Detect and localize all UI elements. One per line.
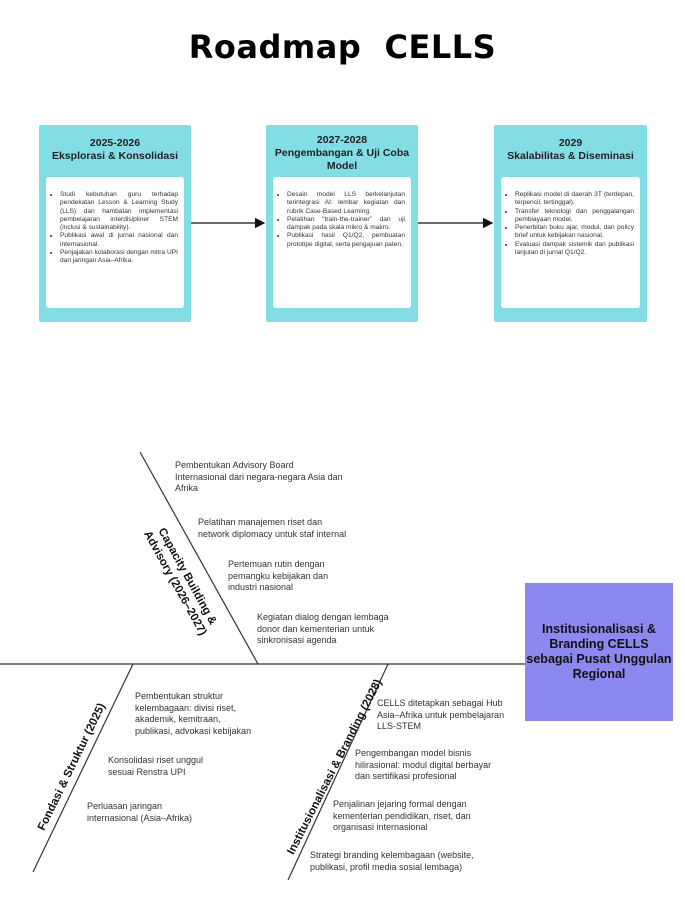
capacity-note-4: Kegiatan dialog dengan lembaga donor dan…: [257, 612, 389, 647]
phase-2-item: Publikasi hasil Q1/Q2, pembuatan prototi…: [287, 232, 405, 249]
phase-1-body: Studi kebutuhan guru terhadap pendekatan…: [46, 177, 184, 308]
page-title: Roadmap CELLS: [188, 28, 497, 66]
note-line: hilirasional: modul digital berbayar: [355, 759, 492, 770]
phase-3-body: Replikasi model di daerah 3T (terdepan, …: [501, 177, 640, 308]
phase-2-name-cont: Model: [326, 160, 358, 172]
phase-3-year: 2029: [558, 137, 583, 149]
note-line: Perluasan jaringan: [87, 801, 163, 811]
note-line: kementerian pendidikan, riset, dan: [333, 810, 471, 821]
phase-2-name: Pengembangan & Uji Coba: [274, 147, 410, 159]
phase-2-year: 2027-2028: [316, 134, 368, 146]
phase-3-name: Skalabilitas & Diseminasi: [507, 150, 634, 162]
goal-text: Institusionalisasi & Branding CELLS seba…: [526, 622, 672, 681]
phase-2-item: Pelatihan “train-the-trainer” dan uji da…: [287, 216, 405, 233]
note-line: pemangku kebijakan dan: [228, 570, 329, 581]
capacity-note-2: Pelatihan manajemen riset dan network di…: [198, 517, 346, 540]
note-line: CELLS ditetapkan sebagai Hub: [377, 698, 503, 708]
note-line: Strategi branding kelembagaan (website,: [310, 850, 474, 860]
phase-1-item: Penjajakan kolaborasi dengan mitra UPI d…: [60, 249, 178, 266]
capacity-note-1: Pembentukan Advisory Board Internasional…: [175, 460, 343, 495]
phase-card-3: 2029 Skalabilitas & Diseminasi Replikasi…: [494, 125, 647, 322]
capacity-note-3: Pertemuan rutin dengan pemangku kebijaka…: [228, 559, 328, 594]
note-line: sesuai Renstra UPI: [108, 766, 186, 777]
fondasi-note-2: Konsolidasi riset unggul sesuai Renstra …: [108, 755, 203, 778]
bone-capacity-line: [139, 451, 259, 665]
note-line: industri nasional: [228, 582, 294, 592]
goal-box: Institusionalisasi & Branding CELLS seba…: [525, 583, 673, 721]
fondasi-note-3: Perluasan jaringan internasional (Asia–A…: [87, 801, 192, 824]
branding-note-1: CELLS ditetapkan sebagai Hub Asia–Afrika…: [377, 698, 504, 733]
note-line: Pengembangan model bisnis: [355, 748, 472, 758]
note-line: Internasional dari negara-negara Asia da…: [175, 471, 343, 482]
phase-3-item: Evaluasi dampak sistemik dan publikasi l…: [515, 241, 634, 258]
phase-card-1: 2025-2026 Eksplorasi & Konsolidasi Studi…: [39, 125, 191, 322]
phase-1-year: 2025-2026: [89, 137, 141, 149]
note-line: publikasi, advokasi kebijakan: [135, 725, 252, 736]
note-line: network diplomacy untuk staf internal: [198, 528, 347, 539]
note-line: LLS-STEM: [377, 721, 422, 731]
note-line: Afrika: [175, 483, 199, 493]
note-line: dan sertifikasi profesional: [355, 771, 457, 781]
phase-1-name: Eksplorasi & Konsolidasi: [51, 150, 179, 162]
fondasi-note-1: Pembentukan struktur kelembagaan: divisi…: [135, 691, 251, 737]
note-line: donor dan kementerian untuk: [257, 623, 375, 634]
note-line: organisasi internasional: [333, 822, 428, 832]
note-line: sinkronisasi agenda: [257, 635, 337, 645]
note-line: kelembagaan: divisi riset,: [135, 702, 237, 713]
note-line: Pembentukan struktur: [135, 691, 224, 701]
phase-3-item: Transfer teknologi dan penggalangan pemb…: [515, 208, 634, 225]
phase-3-item: Replikasi model di daerah 3T (terdepan, …: [515, 191, 634, 208]
bone-fondasi-line: [32, 663, 134, 873]
note-line: publikasi, profil media sosial lembaga): [310, 861, 463, 872]
phase-card-2: 2027-2028 Pengembangan & Uji Coba Model …: [266, 125, 418, 322]
note-line: internasional (Asia–Afrika): [87, 812, 193, 823]
bone-branding-line: [287, 663, 389, 881]
phase-1-item: Studi kebutuhan guru terhadap pendekatan…: [60, 191, 178, 232]
phase-2-body: Desain model LLS berkelanjutan terintegr…: [273, 177, 411, 308]
note-line: Pembentukan Advisory Board: [175, 460, 294, 470]
note-line: Konsolidasi riset unggul: [108, 755, 204, 765]
branding-note-3: Penjalinan jejaring formal dengan kement…: [333, 799, 471, 834]
note-line: Pelatihan manajemen riset dan: [198, 517, 323, 527]
note-line: akademik, kemitraan,: [135, 714, 221, 724]
branding-note-4: Strategi branding kelembagaan (website, …: [310, 850, 474, 873]
branding-note-2: Pengembangan model bisnis hilirasional: …: [355, 748, 491, 783]
phase-2-item: Desain model LLS berkelanjutan terintegr…: [287, 191, 405, 216]
note-line: Asia–Afrika untuk pembelajaran: [377, 709, 505, 720]
note-line: Penjalinan jejaring formal dengan: [333, 799, 467, 809]
phase-3-item: Penerbitan buku ajar, modul, dan policy …: [515, 224, 634, 241]
phase-1-item: Publikasi awal di jurnal nasional dan in…: [60, 232, 178, 249]
note-line: Kegiatan dialog dengan lembaga: [257, 612, 389, 622]
note-line: Pertemuan rutin dengan: [228, 559, 325, 569]
